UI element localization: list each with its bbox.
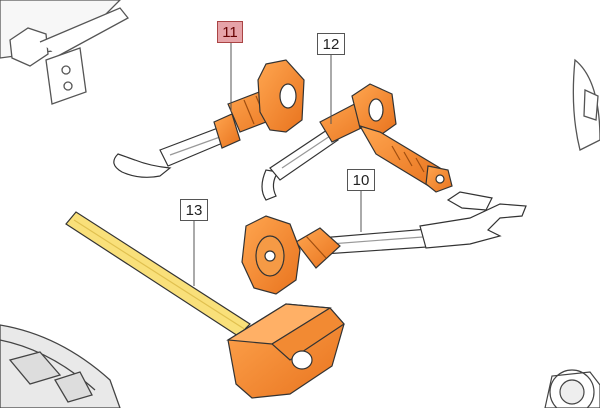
part-10-pry-bar	[241, 191, 527, 295]
background-machine-part-right	[572, 58, 600, 151]
leader-lines	[193, 43, 362, 286]
part-11-chisel	[113, 59, 305, 178]
callout-11[interactable]: 11	[217, 21, 243, 43]
callout-12[interactable]: 12	[317, 33, 345, 55]
background-track	[0, 324, 121, 408]
background-engine	[544, 369, 600, 408]
callout-13[interactable]: 13	[180, 199, 208, 221]
part-12-chisel-side-handle	[261, 83, 453, 201]
background-bracket	[0, 0, 129, 105]
callout-10[interactable]: 10	[347, 169, 375, 191]
part-13-sledge-hammer	[65, 211, 345, 399]
